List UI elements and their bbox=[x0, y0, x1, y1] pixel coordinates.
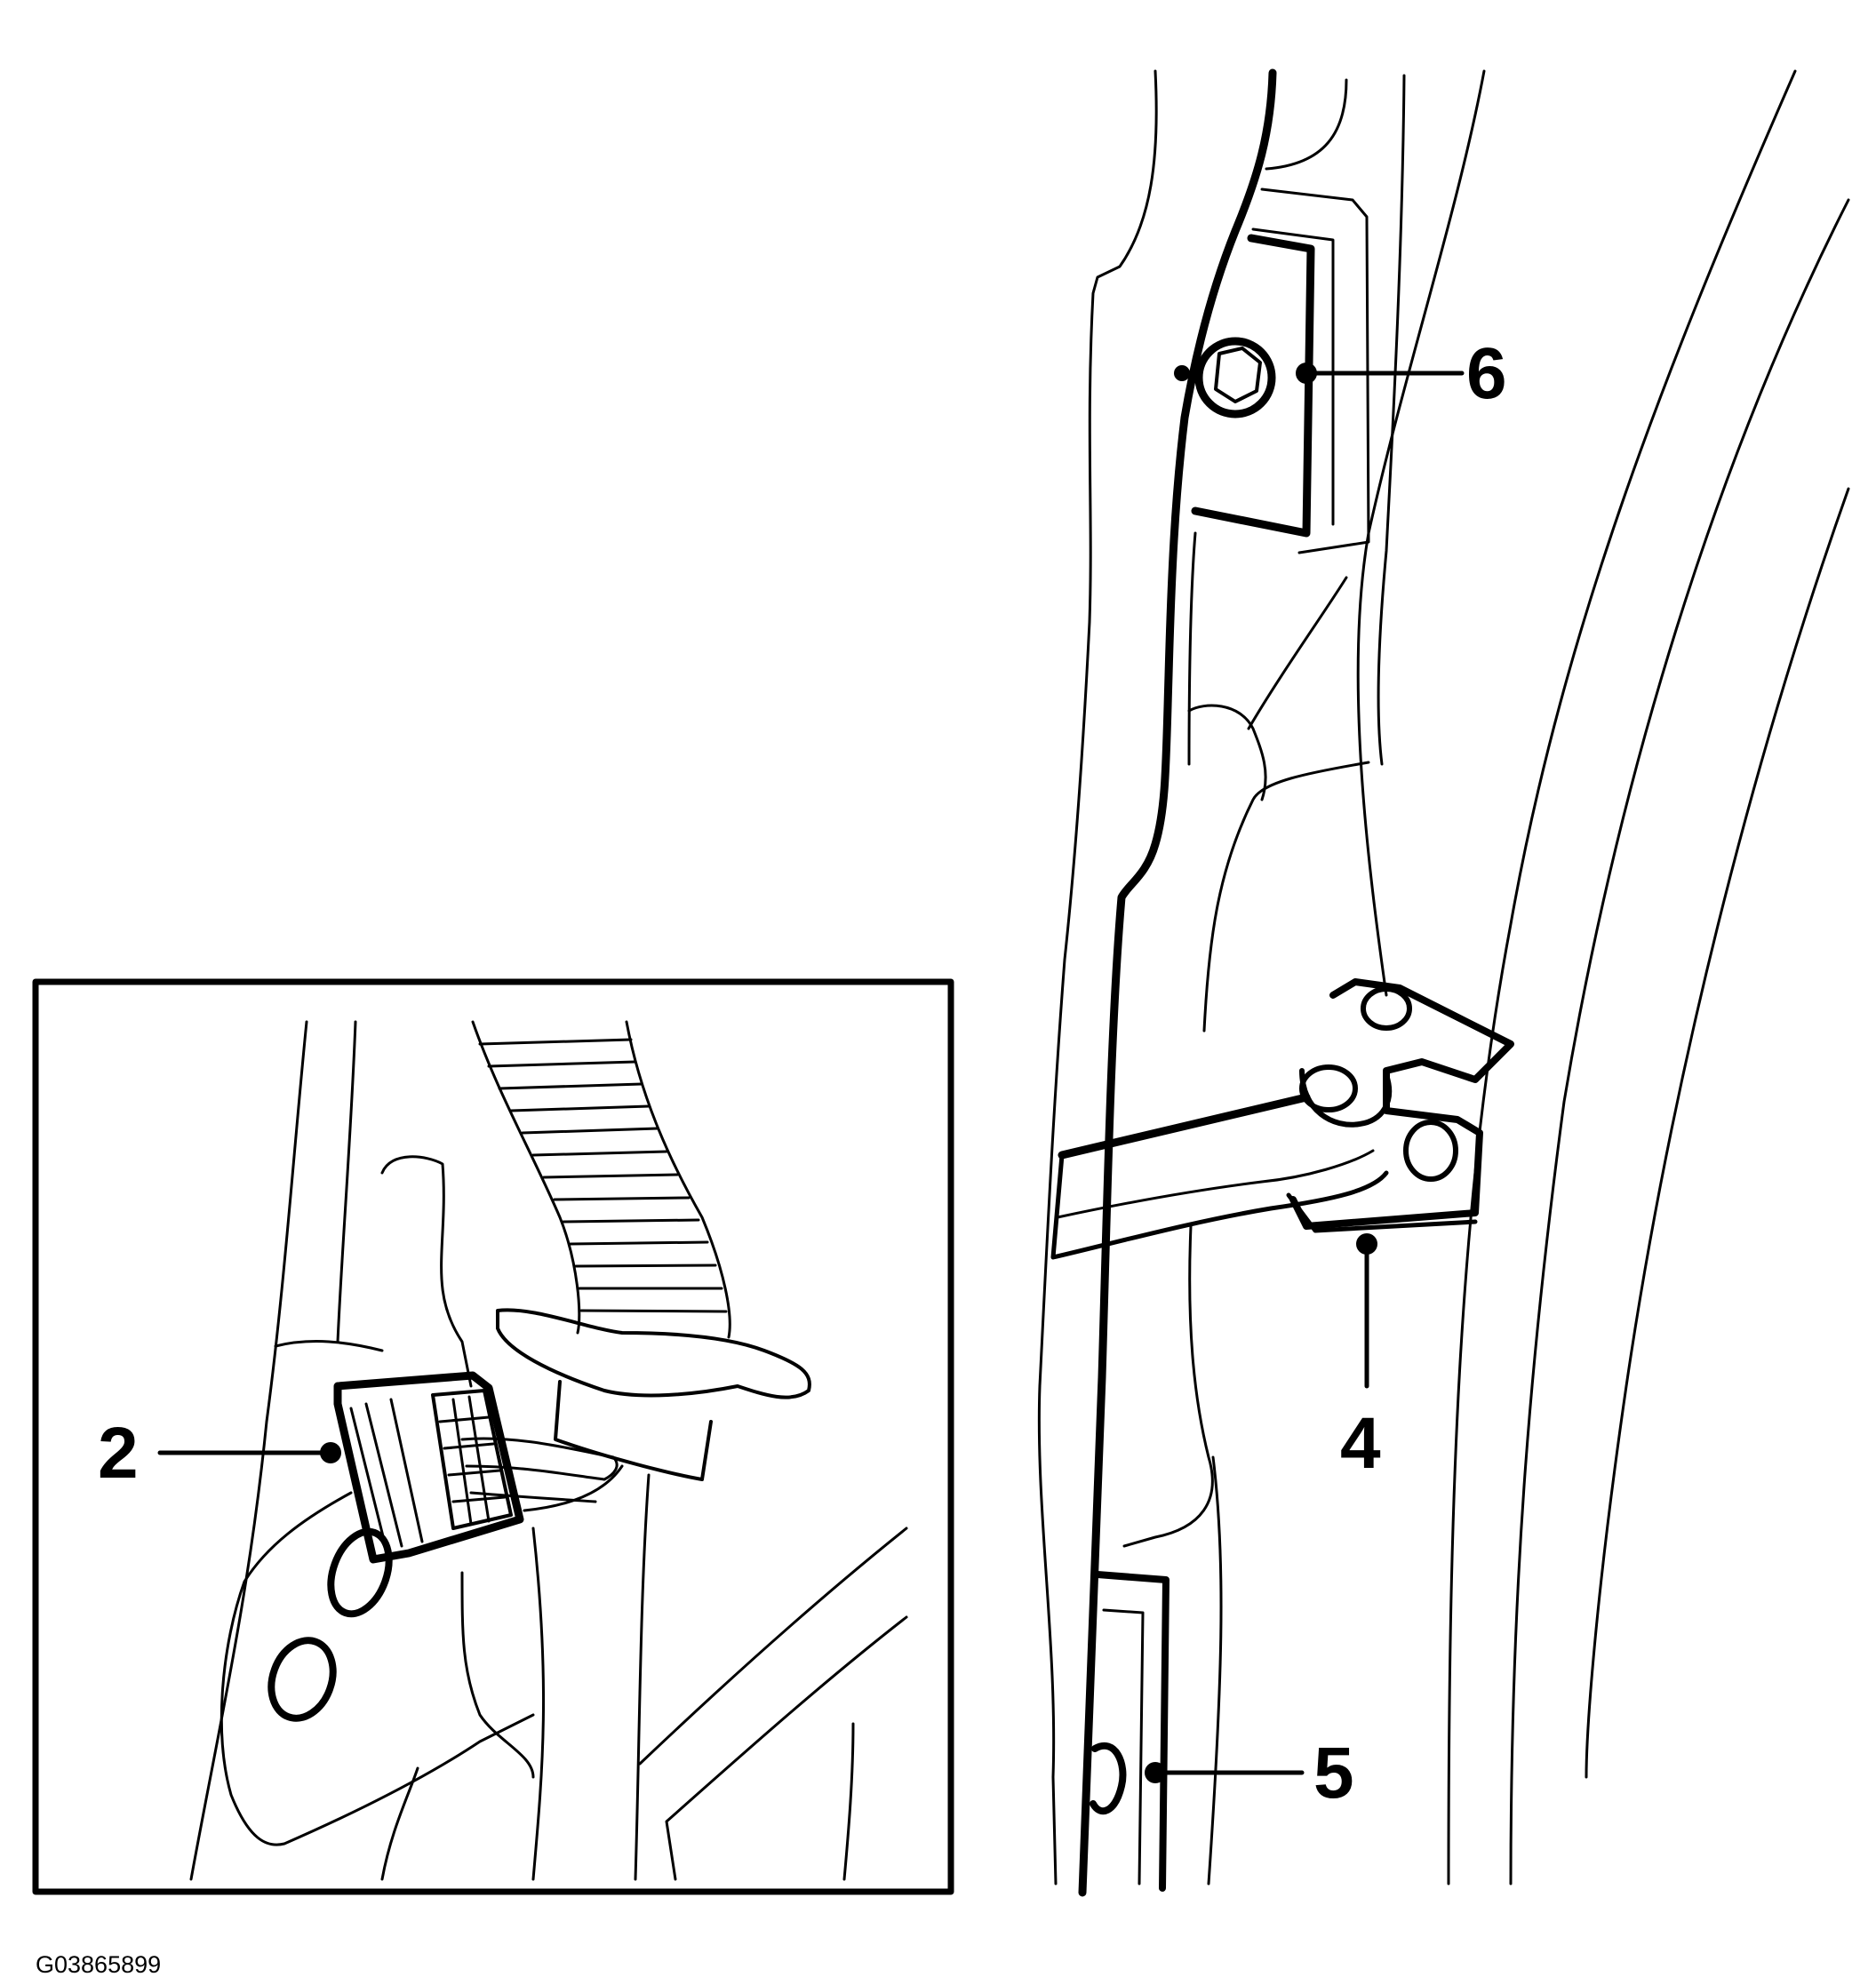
lower-hinge-bolt[interactable] bbox=[1090, 1742, 1127, 1815]
connector-terminal-grid bbox=[438, 1395, 507, 1526]
pillar-inner-contour-5 bbox=[1202, 761, 1370, 1032]
pillar-outer-edge bbox=[1037, 69, 1158, 1885]
inset-panel-line-2 bbox=[638, 1527, 908, 1766]
callout-6-label: 6 bbox=[1466, 333, 1507, 414]
upper-bolt-tip bbox=[1174, 365, 1190, 381]
lower-hinge-plate[interactable] bbox=[1094, 1571, 1170, 1892]
harness-grommet-base bbox=[554, 1380, 713, 1481]
inset-panel-line-1 bbox=[634, 1473, 651, 1881]
figure-id: G03865899 bbox=[36, 1951, 161, 1978]
harness-grommet[interactable] bbox=[496, 1308, 811, 1399]
door-outer-curve-2 bbox=[1509, 198, 1850, 1885]
inset-panel-line-4 bbox=[380, 1766, 419, 1881]
door-outer-curve-3 bbox=[1585, 487, 1850, 1779]
check-strap-bolt-3[interactable] bbox=[1403, 1120, 1458, 1182]
callout-5-label: 5 bbox=[1313, 1733, 1354, 1814]
pillar-ridge-1 bbox=[1187, 704, 1267, 801]
upper-bolt-head[interactable] bbox=[1194, 337, 1276, 419]
pillar-lower-contour-1 bbox=[1122, 1224, 1214, 1548]
inset-hole-lower bbox=[267, 1637, 337, 1722]
pillar-inner-contour-2 bbox=[1377, 74, 1406, 766]
connector-face-lines bbox=[349, 1398, 424, 1552]
door-outer-curve-1 bbox=[1447, 69, 1797, 1885]
connector-wires bbox=[460, 1437, 619, 1503]
pillar-inner-contour-4 bbox=[1187, 531, 1197, 766]
wiring-harness[interactable] bbox=[471, 1020, 811, 1481]
door-check-strap[interactable] bbox=[1050, 978, 1514, 1260]
harness-outline-left bbox=[471, 1020, 581, 1335]
inset-cavity bbox=[380, 1155, 473, 1388]
check-strap-arm-body bbox=[1050, 1152, 1389, 1260]
pillar-lower-contour-2 bbox=[1207, 1455, 1223, 1885]
pillar-inner-contour-1 bbox=[1265, 78, 1348, 171]
check-strap-pivot bbox=[1299, 1068, 1393, 1128]
upper-hinge-plate-outer bbox=[1260, 187, 1370, 554]
pillar-main-edge[interactable] bbox=[1078, 68, 1277, 1897]
callout-4: 4 bbox=[1340, 1233, 1381, 1484]
callout-4-label: 4 bbox=[1340, 1403, 1381, 1484]
check-strap-arm-shadow bbox=[1056, 1149, 1375, 1219]
callout-5: 5 bbox=[1145, 1733, 1354, 1814]
check-strap-bolt-1[interactable] bbox=[1361, 986, 1412, 1031]
check-strap-bracket bbox=[1289, 978, 1514, 1230]
upper-bolt-hex bbox=[1214, 347, 1262, 403]
inset-body-line-2 bbox=[336, 1020, 357, 1343]
inset-hole-upper bbox=[327, 1527, 393, 1618]
inset-body-line-3 bbox=[274, 1340, 384, 1352]
inset-bracket-outline bbox=[220, 1491, 535, 1846]
inset-frame bbox=[32, 978, 954, 1895]
harness-outline-right bbox=[625, 1020, 731, 1339]
callout-2: 2 bbox=[98, 1413, 341, 1494]
connector-wire-exit bbox=[523, 1464, 624, 1512]
harness-corrugation bbox=[478, 1038, 728, 1313]
connector-detail-inset: 2 bbox=[32, 978, 954, 1895]
upper-hinge-plate-inner-thin bbox=[1251, 227, 1335, 526]
callout-2-label: 2 bbox=[98, 1413, 139, 1494]
pillar-ridge-2 bbox=[1247, 576, 1348, 730]
upper-hinge-bolt[interactable] bbox=[1174, 337, 1276, 419]
check-strap-lower-flange bbox=[1286, 1192, 1478, 1233]
check-strap-arm-top bbox=[1058, 1093, 1311, 1160]
upper-hinge-plate[interactable] bbox=[1191, 234, 1315, 538]
callout-6: 6 bbox=[1296, 333, 1507, 414]
inset-bracket-rib-2 bbox=[531, 1527, 546, 1881]
pillar-inner-contour-3 bbox=[1356, 69, 1486, 997]
door-pillar-view bbox=[1037, 68, 1850, 1897]
inset-body-line-1 bbox=[189, 1020, 308, 1881]
inset-panel-line-5 bbox=[842, 1722, 855, 1881]
inset-bracket-rib bbox=[460, 1571, 535, 1779]
inset-panel-line-3 bbox=[665, 1615, 908, 1881]
connector-body[interactable] bbox=[333, 1371, 524, 1564]
wiring-connector[interactable] bbox=[333, 1371, 624, 1564]
connector-terminal-block bbox=[431, 1389, 513, 1530]
lower-hinge-plate-inner bbox=[1102, 1608, 1145, 1885]
